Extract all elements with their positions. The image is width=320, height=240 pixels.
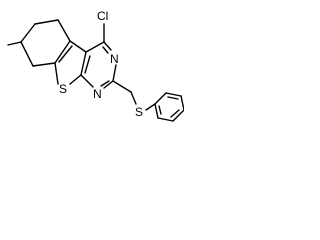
bond-ph-double-3 [158,105,162,115]
bond-thiophene-c3a [69,40,87,53]
chemical-structure-canvas: Cl N N S S [0,0,184,125]
bond-pyr-c4-n3 [103,41,112,51]
bond-s-phenyl [145,103,156,111]
bond-thiophene-c7a [80,51,87,76]
bond-pyr-c2-n1 [103,80,114,89]
bond-pyr-n3-c2 [112,64,117,82]
bond-ph-4 [172,109,184,122]
bond-cyclo-5 [32,62,56,67]
bond-ph-double-1 [167,96,179,100]
bond-double-c7a-inner [84,55,91,74]
bond-ph-3 [180,95,184,111]
bond-double-c2-inner [100,80,110,87]
chlorine-label: Cl [97,9,108,23]
bond-ph-6 [154,103,159,119]
atom-labels-group: Cl N N S S [59,9,143,119]
bond-ph-1 [154,92,167,105]
bond-cyclo-2 [34,19,59,25]
molecule-structure: Cl N N S S [7,9,184,122]
bonds-group [7,19,184,122]
bond-cyclo-1 [20,23,36,43]
bond-cyclo-6 [20,41,34,67]
bond-ph-double-2 [170,109,180,118]
nitrogen-bottom-label: N [93,87,102,101]
sulfur-ring-label: S [59,82,67,96]
bond-thiophene-s2 [54,62,59,85]
bond-double-c3a-inner [58,45,73,63]
bond-thiophene-s1 [69,74,82,85]
bond-pyr-c4 [85,41,105,53]
bond-cyclo-3 [57,19,71,42]
nitrogen-top-label: N [110,52,119,66]
bond-ph-5 [157,117,174,122]
bond-pyr-n1-c7a [80,74,94,88]
bond-double-c4-inner [102,46,109,54]
bond-ch2-s [130,91,137,105]
bond-c2-ch2 [112,80,132,93]
bond-methyl [7,41,22,46]
bond-cyclo-4 [54,40,71,64]
sulfur-thioether-label: S [135,105,143,119]
bond-ph-2 [165,92,182,97]
